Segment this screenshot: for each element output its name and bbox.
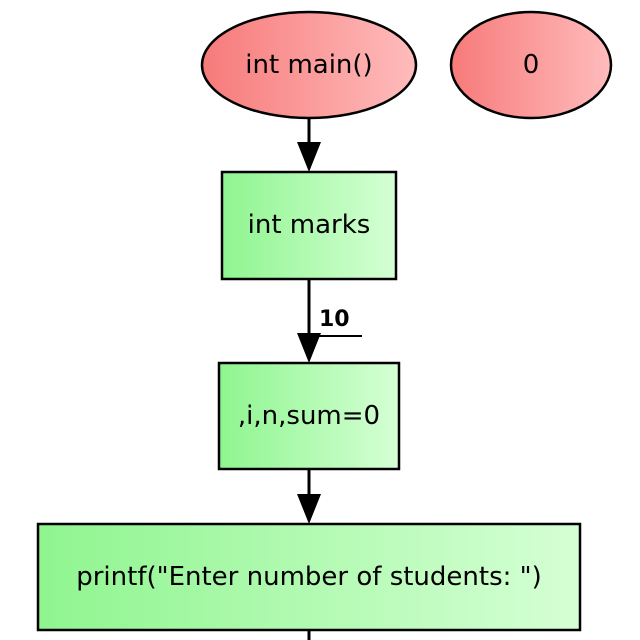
edge-main-to-marks bbox=[297, 118, 321, 172]
process-box bbox=[220, 170, 398, 281]
node-return-value[interactable]: 0 bbox=[449, 10, 613, 120]
node-declare-vars[interactable]: ,i,n,sum=0 bbox=[217, 361, 401, 471]
node-label: 0 bbox=[523, 50, 540, 80]
edge-marks-to-vars: 10 bbox=[297, 279, 362, 363]
terminal-ellipse bbox=[200, 10, 418, 120]
process-box bbox=[217, 361, 401, 471]
node-int-marks[interactable]: int marks bbox=[220, 170, 398, 281]
arrowhead-icon bbox=[297, 142, 321, 172]
process-box bbox=[36, 522, 582, 632]
node-label: ,i,n,sum=0 bbox=[238, 401, 380, 431]
node-label: printf("Enter number of students: ") bbox=[76, 562, 542, 592]
arrowhead-icon bbox=[297, 494, 321, 524]
terminal-ellipse bbox=[449, 10, 613, 120]
edge-label: 10 bbox=[319, 307, 350, 332]
edge-vars-to-printf bbox=[297, 469, 321, 524]
node-int-main[interactable]: int main() bbox=[200, 10, 418, 120]
arrowhead-icon bbox=[297, 333, 321, 363]
node-label: int marks bbox=[248, 210, 371, 240]
node-label: int main() bbox=[245, 50, 372, 80]
node-printf-prompt[interactable]: printf("Enter number of students: ") bbox=[36, 522, 582, 632]
